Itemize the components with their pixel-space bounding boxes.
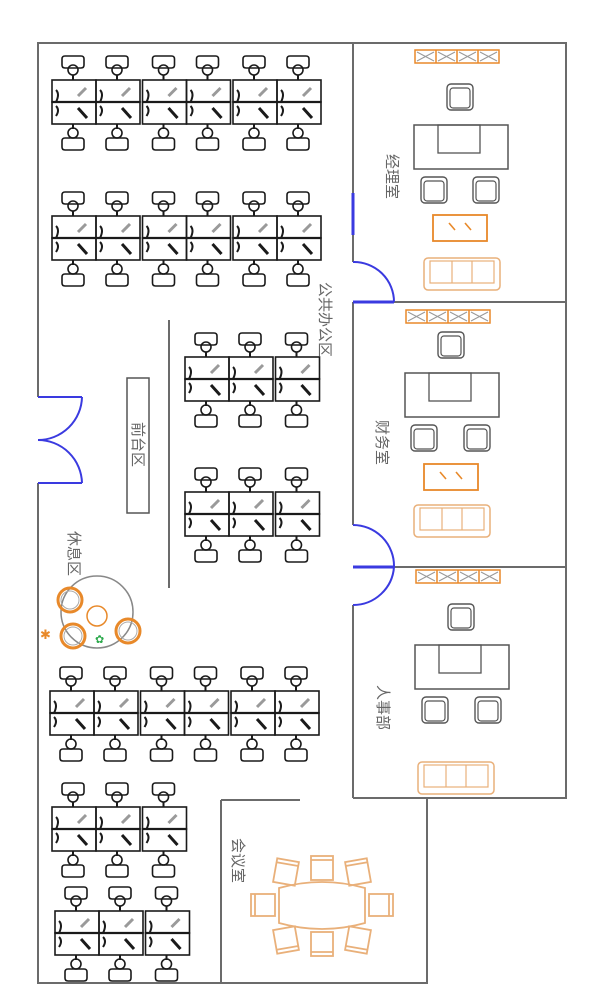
window-bank [415, 569, 501, 584]
meeting-chair [310, 855, 334, 881]
workstation-pod [97, 885, 145, 983]
armchair [474, 696, 502, 724]
workstation-pod [53, 885, 101, 983]
workstation-row-bottom-row-2 [53, 885, 191, 983]
meeting-chair [272, 925, 300, 955]
workstation-pod [144, 885, 191, 983]
label-manager: 经理室 [383, 154, 401, 199]
meeting-room-furniture [250, 855, 394, 957]
workstation-pod [274, 466, 321, 564]
sofa [413, 504, 491, 538]
workstation-row-top-row-2 [50, 190, 323, 288]
sofa [417, 761, 495, 795]
workstation-pod [275, 54, 323, 152]
workstation-row-bottom-row-1 [50, 781, 188, 879]
workstation-row-middle-row-1 [183, 331, 321, 429]
room-labels: 经理室 财务室 人事部 会议室 公共办公区 前台区 休息区 [65, 154, 401, 883]
finance-hr-door[interactable] [352, 524, 396, 607]
workstation-pod [50, 54, 98, 152]
main-entrance-door[interactable] [37, 396, 83, 484]
coffee-table [423, 463, 479, 491]
label-hr: 人事部 [374, 685, 392, 730]
manager-room-furniture [413, 49, 509, 291]
workstation-pod [183, 466, 231, 564]
exec-desk [413, 124, 509, 170]
label-meeting: 会议室 [229, 838, 247, 883]
armchair [437, 331, 465, 359]
armchair [421, 696, 449, 724]
workstation-pod [141, 54, 188, 152]
armchair [410, 424, 438, 452]
workstation-pod [50, 190, 98, 288]
lounge-stool [114, 617, 142, 645]
workstation-pod [48, 665, 96, 763]
lounge-stool [59, 622, 87, 650]
meeting-chair [310, 931, 334, 957]
armchair [446, 83, 474, 111]
lounge-table: ✿ ✱ [40, 575, 142, 650]
workstation-row-middle-row-2 [183, 466, 321, 564]
armchair [472, 176, 500, 204]
sofa [423, 257, 501, 291]
workstation-pod [185, 54, 232, 152]
meeting-chair [344, 925, 372, 955]
exec-desk [414, 644, 510, 690]
workstation-pod [273, 665, 321, 763]
workstation-pod [183, 665, 230, 763]
workstation-pod [94, 781, 142, 879]
workstation-pod [185, 190, 232, 288]
armchair [463, 424, 491, 452]
workstation-pod [92, 665, 140, 763]
armchair [420, 176, 448, 204]
window-bank [405, 309, 491, 324]
manager-door[interactable] [352, 260, 395, 304]
workstation-pod [231, 190, 279, 288]
workstation-pod [141, 190, 188, 288]
hr-room-furniture [414, 569, 510, 795]
meeting-chair [250, 893, 276, 917]
window-bank [414, 49, 500, 64]
meeting-table [278, 881, 366, 930]
reception-desk [126, 377, 150, 514]
label-public-office: 公共办公区 [316, 282, 334, 357]
workstation-pod [94, 54, 142, 152]
workstation-row-lower-row-1 [48, 665, 321, 763]
workstation-pod [229, 665, 277, 763]
finance-room-furniture [404, 309, 500, 538]
label-reception: 前台区 [129, 422, 147, 467]
workstation-pod [231, 54, 279, 152]
workstation-pod [50, 781, 98, 879]
workstation-pod [94, 190, 142, 288]
coffee-table [432, 214, 488, 242]
workstations [48, 54, 323, 983]
meeting-chair [272, 857, 300, 887]
outer-walls [37, 42, 567, 984]
exec-desk [404, 372, 500, 418]
workstation-pod [275, 190, 323, 288]
armchair [447, 603, 475, 631]
person-icon: ✱ [40, 628, 51, 643]
workstation-pod [183, 331, 231, 429]
meeting-chair [344, 857, 372, 887]
workstation-pod [139, 665, 186, 763]
workstation-row-top-row-1 [50, 54, 323, 152]
label-finance: 财务室 [373, 420, 391, 465]
workstation-pod [274, 331, 321, 429]
plant-icon: ✿ [95, 633, 104, 646]
meeting-chair [368, 893, 394, 917]
workstation-pod [141, 781, 188, 879]
workstation-pod [227, 466, 275, 564]
workstation-pod [227, 331, 275, 429]
lounge-stool [56, 586, 84, 614]
label-lounge: 休息区 [65, 531, 83, 576]
